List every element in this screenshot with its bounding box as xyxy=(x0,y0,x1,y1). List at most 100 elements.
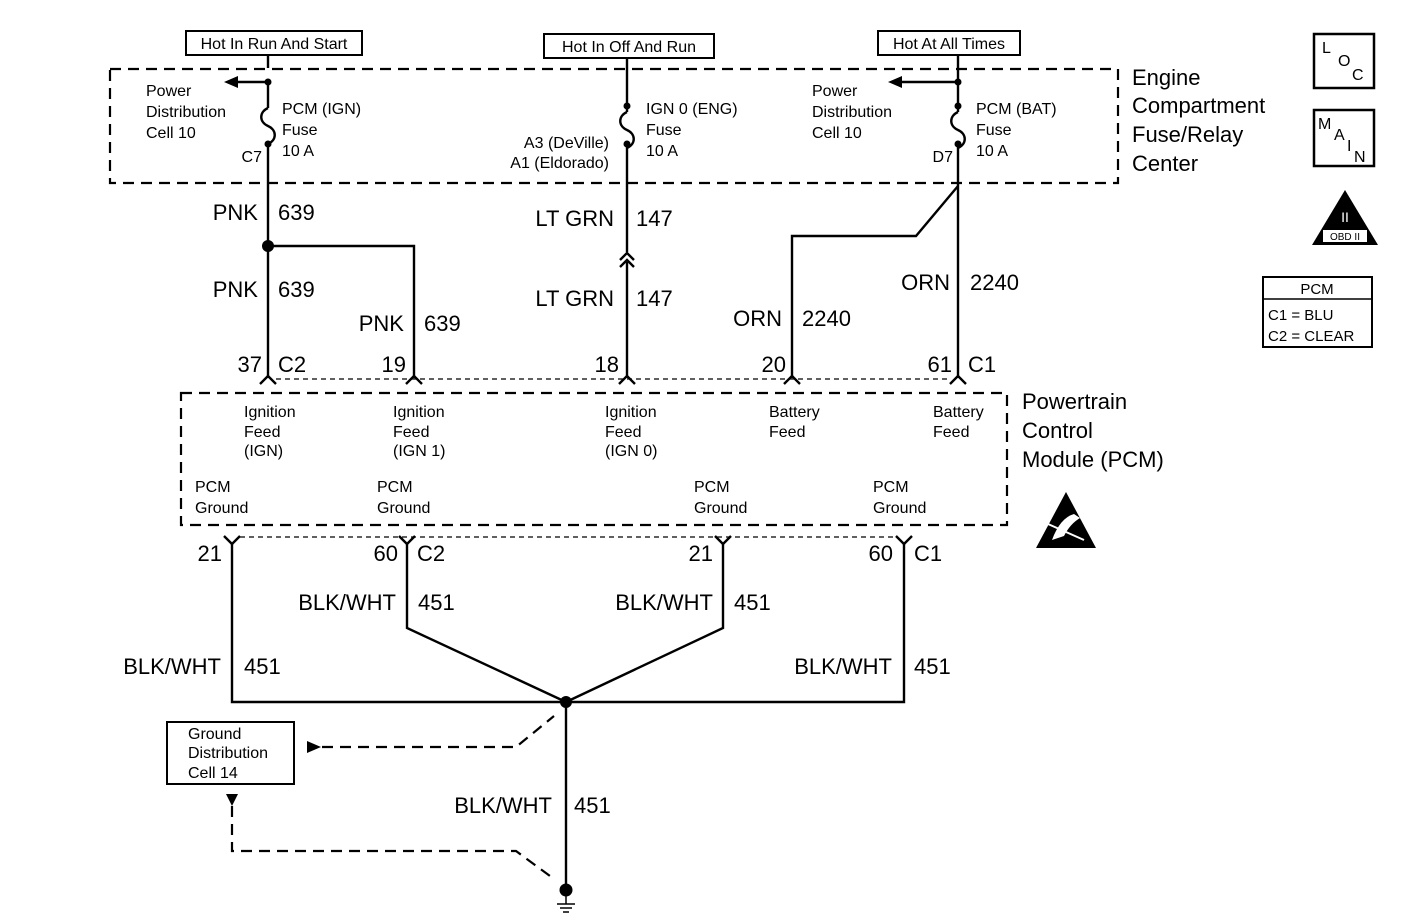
svg-text:PCM (IGN): PCM (IGN) xyxy=(282,101,361,118)
svg-text:61: 61 xyxy=(928,352,952,377)
svg-text:Ground: Ground xyxy=(195,500,248,517)
svg-text:II: II xyxy=(1341,209,1349,225)
svg-text:Control: Control xyxy=(1022,418,1093,443)
svg-text:PNK: PNK xyxy=(213,200,259,225)
svg-text:Feed: Feed xyxy=(769,424,805,441)
svg-text:60: 60 xyxy=(869,541,893,566)
svg-text:BLK/WHT: BLK/WHT xyxy=(454,793,552,818)
svg-text:Ignition: Ignition xyxy=(605,404,657,421)
pcm-top-connector xyxy=(259,374,967,385)
svg-text:451: 451 xyxy=(418,590,455,615)
arrow-right-icon xyxy=(307,741,321,753)
svg-text:ORN: ORN xyxy=(733,306,782,331)
svg-text:Power: Power xyxy=(146,83,192,100)
svg-text:C: C xyxy=(1352,67,1364,84)
svg-text:PCM (BAT): PCM (BAT) xyxy=(976,101,1057,118)
svg-text:C7: C7 xyxy=(242,149,263,166)
svg-text:37: 37 xyxy=(238,352,262,377)
svg-text:BLK/WHT: BLK/WHT xyxy=(298,590,396,615)
svg-text:Center: Center xyxy=(1132,151,1198,176)
svg-text:PCM: PCM xyxy=(195,479,231,496)
hot-label-off-run: Hot In Off And Run xyxy=(543,33,715,59)
svg-text:PNK: PNK xyxy=(213,277,259,302)
arrow-left-icon xyxy=(888,76,902,88)
ground-splice xyxy=(559,883,573,897)
obd-ii-icon: II OBD II xyxy=(1312,190,1378,245)
ground-distribution-box: Ground Distribution Cell 14 xyxy=(166,721,295,785)
svg-text:Feed: Feed xyxy=(393,424,429,441)
arrow-left-icon xyxy=(224,76,238,88)
svg-text:BLK/WHT: BLK/WHT xyxy=(615,590,713,615)
svg-text:C2: C2 xyxy=(278,352,306,377)
svg-text:Ground: Ground xyxy=(188,726,241,743)
svg-text:BLK/WHT: BLK/WHT xyxy=(794,654,892,679)
svg-text:LT GRN: LT GRN xyxy=(535,286,614,311)
svg-text:Power: Power xyxy=(812,83,858,100)
svg-text:PCM: PCM xyxy=(694,479,730,496)
svg-text:Fuse: Fuse xyxy=(976,122,1012,139)
svg-text:Battery: Battery xyxy=(933,404,984,421)
svg-text:(IGN 1): (IGN 1) xyxy=(393,443,445,460)
svg-text:I: I xyxy=(1347,138,1351,155)
svg-text:D7: D7 xyxy=(933,149,954,166)
svg-text:10 A: 10 A xyxy=(646,143,678,160)
svg-text:147: 147 xyxy=(636,286,673,311)
svg-text:Distribution: Distribution xyxy=(812,104,892,121)
svg-text:LT GRN: LT GRN xyxy=(535,206,614,231)
svg-text:A3 (DeVille): A3 (DeVille) xyxy=(524,135,609,152)
svg-text:639: 639 xyxy=(424,311,461,336)
svg-text:A: A xyxy=(1334,127,1345,144)
svg-text:21: 21 xyxy=(198,541,222,566)
arrow-down-icon xyxy=(226,794,238,806)
svg-text:10 A: 10 A xyxy=(976,143,1008,160)
pcm-connector-legend: PCM C1 = BLU C2 = CLEAR xyxy=(1262,276,1373,348)
svg-text:IGN 0 (ENG): IGN 0 (ENG) xyxy=(646,101,738,118)
svg-text:O: O xyxy=(1338,53,1350,70)
svg-text:451: 451 xyxy=(574,793,611,818)
svg-text:Feed: Feed xyxy=(244,424,280,441)
hot-label-all-times: Hot At All Times xyxy=(877,30,1021,56)
svg-text:PNK: PNK xyxy=(359,311,405,336)
svg-text:PCM: PCM xyxy=(873,479,909,496)
svg-text:639: 639 xyxy=(278,200,315,225)
svg-text:C1 = BLU: C1 = BLU xyxy=(1268,307,1333,324)
engine-compartment-box xyxy=(108,67,1120,185)
svg-text:147: 147 xyxy=(636,206,673,231)
svg-text:PCM: PCM xyxy=(1300,281,1333,298)
esd-warning-icon xyxy=(1036,492,1096,548)
svg-text:(IGN 0): (IGN 0) xyxy=(605,443,657,460)
svg-text:18: 18 xyxy=(595,352,619,377)
pcm-box xyxy=(179,391,1009,527)
svg-text:2240: 2240 xyxy=(970,270,1019,295)
svg-text:Ignition: Ignition xyxy=(244,404,296,421)
svg-text:Hot At All Times: Hot At All Times xyxy=(893,36,1005,53)
svg-text:Ground: Ground xyxy=(873,500,926,517)
svg-text:C1: C1 xyxy=(968,352,996,377)
svg-text:19: 19 xyxy=(382,352,406,377)
svg-text:Hot In Run And Start: Hot In Run And Start xyxy=(201,36,348,53)
fuse-pcm-ign xyxy=(224,56,276,246)
svg-text:Feed: Feed xyxy=(605,424,641,441)
svg-text:N: N xyxy=(1354,149,1366,166)
svg-text:Distribution: Distribution xyxy=(188,745,268,762)
svg-text:639: 639 xyxy=(278,277,315,302)
pcm-bottom-connector xyxy=(223,535,913,546)
svg-text:2240: 2240 xyxy=(802,306,851,331)
svg-text:Ground: Ground xyxy=(377,500,430,517)
engine-compartment-title: Engine xyxy=(1132,65,1201,90)
pcm-ground-labels: PCM Ground PCM Ground PCM Ground PCM Gro… xyxy=(195,479,926,517)
svg-text:M: M xyxy=(1318,116,1331,133)
svg-text:ORN: ORN xyxy=(901,270,950,295)
svg-text:Compartment: Compartment xyxy=(1132,93,1265,118)
svg-text:Cell 14: Cell 14 xyxy=(188,765,238,782)
svg-text:L: L xyxy=(1322,40,1331,57)
main-icon: M A I N xyxy=(1312,108,1376,168)
svg-text:Ground: Ground xyxy=(694,500,747,517)
fuse-ign0-eng xyxy=(619,59,635,378)
wire-pnk-639 xyxy=(262,240,416,378)
svg-text:Hot In Off And Run: Hot In Off And Run xyxy=(562,39,696,56)
svg-text:20: 20 xyxy=(762,352,786,377)
svg-text:Fuse: Fuse xyxy=(646,122,682,139)
ground-dist-dashed-link xyxy=(226,715,555,877)
